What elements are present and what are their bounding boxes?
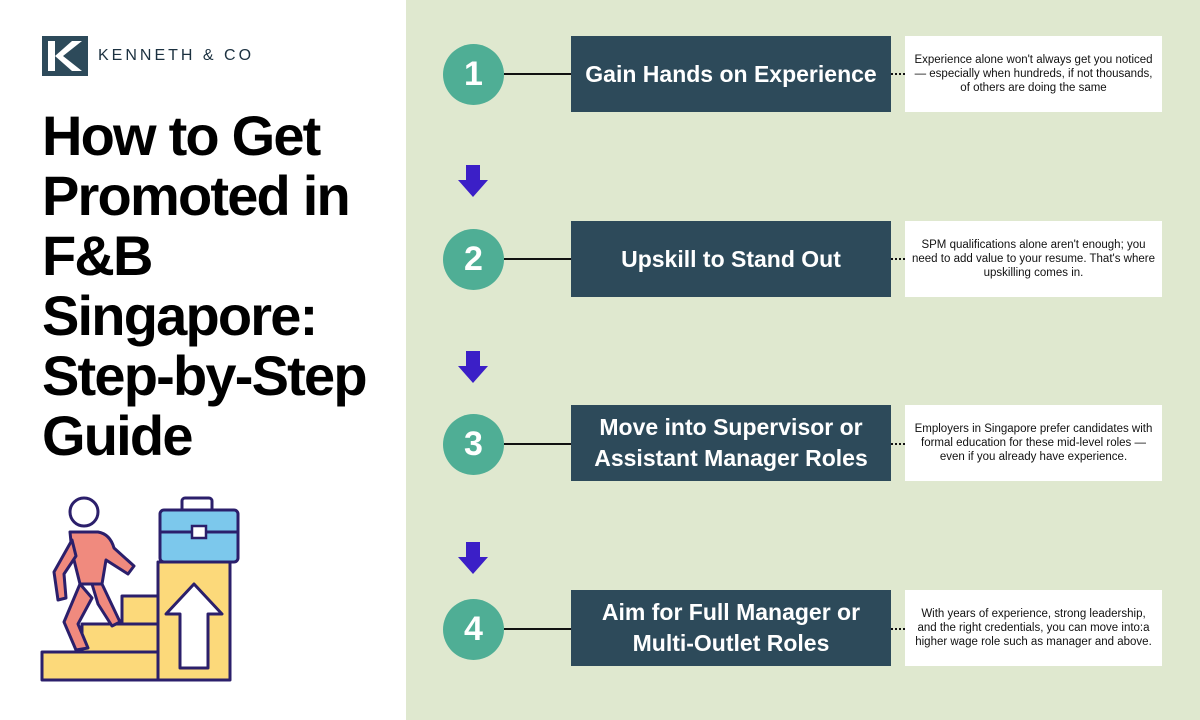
- step-2-connector: [504, 258, 572, 260]
- step-4-number: 4: [443, 599, 504, 660]
- step-4-connector: [504, 628, 572, 630]
- step-3-connector: [504, 443, 572, 445]
- step-2-title: Upskill to Stand Out: [571, 221, 891, 297]
- step-2-dots: [891, 258, 905, 260]
- step-4-desc: With years of experience, strong leaders…: [905, 590, 1162, 666]
- kenneth-logo-icon: [42, 36, 88, 76]
- step-1-desc: Experience alone won't always get you no…: [905, 36, 1162, 112]
- step-3-number: 3: [443, 414, 504, 475]
- step-4-title: Aim for Full Manager or Multi-Outlet Rol…: [571, 590, 891, 666]
- step-2-number: 2: [443, 229, 504, 290]
- person-climbing-stairs-to-briefcase-icon: [40, 496, 240, 682]
- brand-name: KENNETH & CO: [98, 47, 255, 64]
- step-2-desc: SPM qualifications alone aren't enough; …: [905, 221, 1162, 297]
- arrow-down-icon: [458, 165, 488, 197]
- step-4-dots: [891, 628, 905, 630]
- arrow-down-icon: [458, 542, 488, 574]
- step-1-connector: [504, 73, 572, 75]
- step-1-dots: [891, 73, 905, 75]
- step-1-number: 1: [443, 44, 504, 105]
- step-3-desc: Employers in Singapore prefer candidates…: [905, 405, 1162, 481]
- step-1-title: Gain Hands on Experience: [571, 36, 891, 112]
- step-3-title: Move into Supervisor or Assistant Manage…: [571, 405, 891, 481]
- step-3-dots: [891, 443, 905, 445]
- arrow-down-icon: [458, 351, 488, 383]
- page-title: How to Get Promoted in F&B Singapore: St…: [42, 104, 368, 467]
- brand-logo: KENNETH & CO: [42, 36, 254, 76]
